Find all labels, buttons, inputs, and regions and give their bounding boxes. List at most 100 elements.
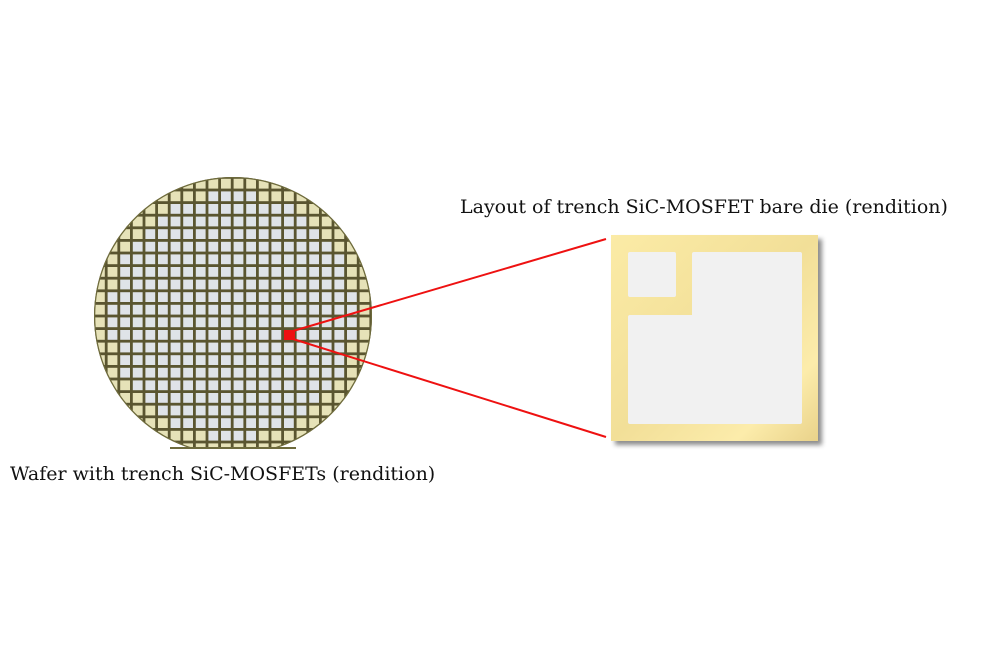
wafer-die — [120, 267, 130, 277]
wafer-die — [321, 267, 332, 277]
wafer-die — [271, 304, 282, 315]
wafer-die — [158, 367, 168, 378]
wafer-die — [158, 304, 168, 315]
wafer-die — [145, 367, 156, 378]
wafer-die — [233, 241, 244, 252]
wafer-die — [145, 304, 156, 315]
wafer-die — [233, 229, 244, 239]
wafer-die — [296, 317, 307, 328]
wafer-die — [132, 367, 143, 378]
wafer-die — [95, 279, 105, 290]
wafer-die — [246, 204, 256, 214]
wafer-die — [296, 292, 307, 302]
wafer-die — [334, 241, 345, 252]
wafer-die — [208, 241, 219, 252]
wafer-die — [233, 405, 244, 416]
wafer-die — [120, 317, 130, 328]
wafer-die — [296, 367, 307, 378]
wafer-die — [334, 216, 345, 227]
wafer-die — [271, 204, 282, 214]
wafer-die — [359, 292, 370, 302]
wafer-die — [120, 393, 130, 403]
wafer-die — [258, 216, 269, 227]
wafer-die — [158, 355, 168, 365]
wafer-die — [132, 380, 143, 391]
wafer-die — [195, 380, 206, 391]
wafer-die — [208, 393, 219, 403]
wafer-die — [271, 279, 282, 290]
wafer-die — [170, 267, 181, 277]
wafer-die — [170, 292, 181, 302]
wafer-die — [233, 393, 244, 403]
wafer-die — [347, 367, 357, 378]
die-caption: Layout of trench SiC-MOSFET bare die (re… — [460, 196, 948, 218]
wafer-die — [246, 317, 256, 328]
wafer-die — [145, 317, 156, 328]
wafer-die — [284, 380, 294, 391]
wafer-die — [170, 330, 181, 340]
wafer-die — [347, 317, 357, 328]
wafer-die — [221, 430, 231, 441]
wafer-die — [145, 292, 156, 302]
wafer-die — [334, 279, 345, 290]
wafer-die — [233, 254, 244, 265]
wafer-die — [246, 178, 256, 189]
wafer-die — [158, 241, 168, 252]
wafer-die — [120, 380, 130, 391]
wafer-die — [309, 229, 319, 239]
wafer-die — [107, 342, 118, 353]
wafer-die — [246, 367, 256, 378]
wafer-die — [132, 267, 143, 277]
wafer-die — [208, 267, 219, 277]
wafer-die — [183, 430, 193, 441]
wafer-die — [170, 254, 181, 265]
wafer-die — [170, 367, 181, 378]
wafer-die — [208, 355, 219, 365]
wafer-die — [271, 342, 282, 353]
wafer-die — [145, 191, 156, 202]
wafer-die — [170, 304, 181, 315]
wafer-die — [233, 292, 244, 302]
wafer-die — [258, 380, 269, 391]
wafer-die — [246, 355, 256, 365]
wafer-die — [321, 317, 332, 328]
wafer-die — [183, 216, 193, 227]
wafer-die — [284, 178, 294, 189]
wafer-die — [170, 317, 181, 328]
wafer-die — [158, 204, 168, 214]
wafer-die — [107, 330, 118, 340]
wafer-die — [271, 292, 282, 302]
wafer-die — [246, 393, 256, 403]
wafer-die — [258, 191, 269, 202]
wafer-die — [334, 405, 345, 416]
wafer-die — [284, 241, 294, 252]
wafer-die — [271, 241, 282, 252]
wafer-die — [183, 267, 193, 277]
wafer-die — [246, 330, 256, 340]
wafer-die — [284, 393, 294, 403]
wafer-die — [258, 279, 269, 290]
wafer-die — [208, 330, 219, 340]
wafer-die — [120, 367, 130, 378]
wafer-die — [309, 279, 319, 290]
wafer-die — [321, 279, 332, 290]
wafer-die — [132, 405, 143, 416]
wafer-die — [132, 330, 143, 340]
wafer-die — [107, 229, 118, 239]
wafer-die — [170, 393, 181, 403]
wafer-die — [246, 254, 256, 265]
wafer-die — [233, 279, 244, 290]
wafer-die — [233, 330, 244, 340]
wafer-die — [195, 304, 206, 315]
wafer-die — [258, 229, 269, 239]
wafer-die — [183, 304, 193, 315]
wafer-die — [195, 254, 206, 265]
wafer-die — [183, 355, 193, 365]
wafer-die — [158, 418, 168, 428]
wafer-die — [221, 342, 231, 353]
wafer-die — [359, 279, 370, 290]
wafer-die — [309, 204, 319, 214]
wafer-die — [158, 317, 168, 328]
wafer-die — [132, 254, 143, 265]
wafer-die — [258, 241, 269, 252]
